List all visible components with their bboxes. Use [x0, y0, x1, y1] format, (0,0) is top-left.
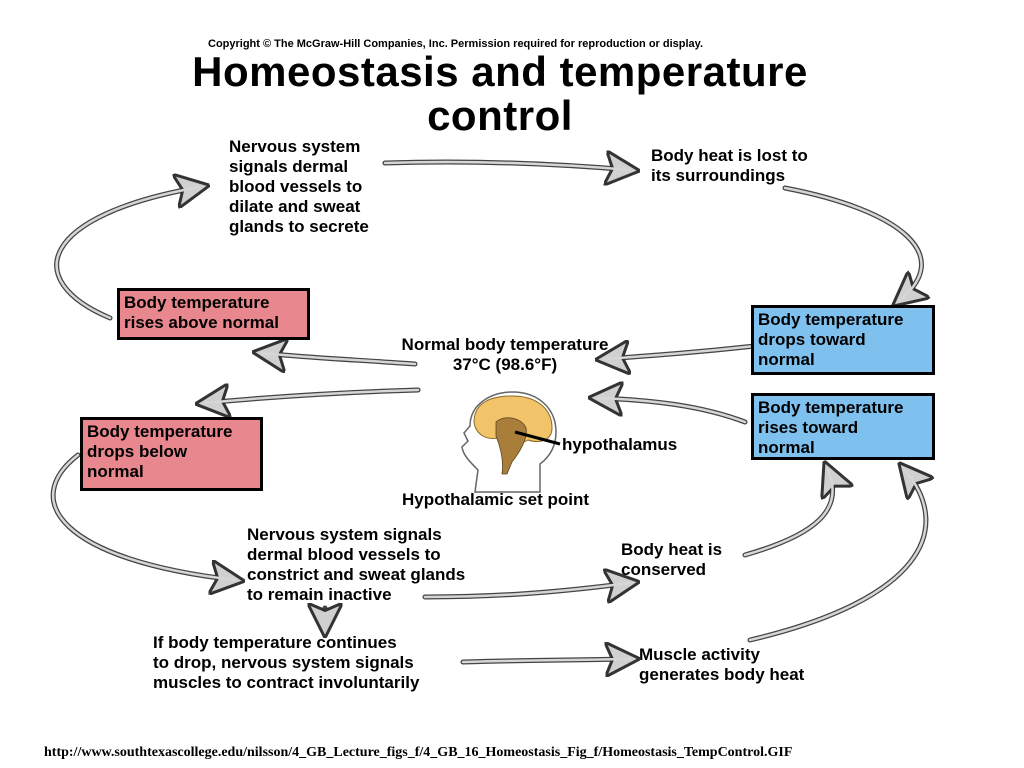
label-muscle-activity: Muscle activity generates body heat: [639, 645, 805, 684]
copyright-notice: Copyright © The McGraw-Hill Companies, I…: [208, 38, 704, 50]
box-drops-toward-normal: Body temperature drops toward normal: [751, 305, 935, 375]
label-heat-conserved: Body heat is conserved: [621, 540, 723, 579]
label-hypothalamus: hypothalamus: [562, 435, 678, 454]
label-nervous-dilate: Nervous system signals dermal blood vess…: [229, 137, 369, 236]
page-title: Homeostasis and temperature control: [192, 48, 808, 139]
label-continues-drop: If body temperature continues to drop, n…: [153, 633, 420, 692]
hypothalamus-pointer: [514, 430, 561, 446]
label-heat-lost: Body heat is lost to its surroundings: [651, 146, 808, 185]
arrow-conserved-to-risestoward: [742, 470, 833, 558]
label-set-point: Hypothalamic set point: [402, 490, 590, 509]
head-illustration: [461, 391, 561, 493]
arrow-risestoward-to-normal: [598, 398, 748, 425]
box-rises-toward-normal: Body temperature rises toward normal: [751, 393, 935, 460]
label-normal-body-temperature: Normal body temperature 37°C (98.6°F): [401, 335, 609, 374]
arrow-muscle-to-risestoward: [747, 470, 926, 643]
source-url: http://www.southtexascollege.edu/nilsson…: [44, 745, 793, 760]
box-drops-below-normal: Body temperature drops below normal: [80, 417, 263, 491]
box-rises-above-normal: Body temperature rises above normal: [117, 288, 310, 340]
label-nervous-constrict: Nervous system signals dermal blood vess…: [247, 525, 466, 604]
